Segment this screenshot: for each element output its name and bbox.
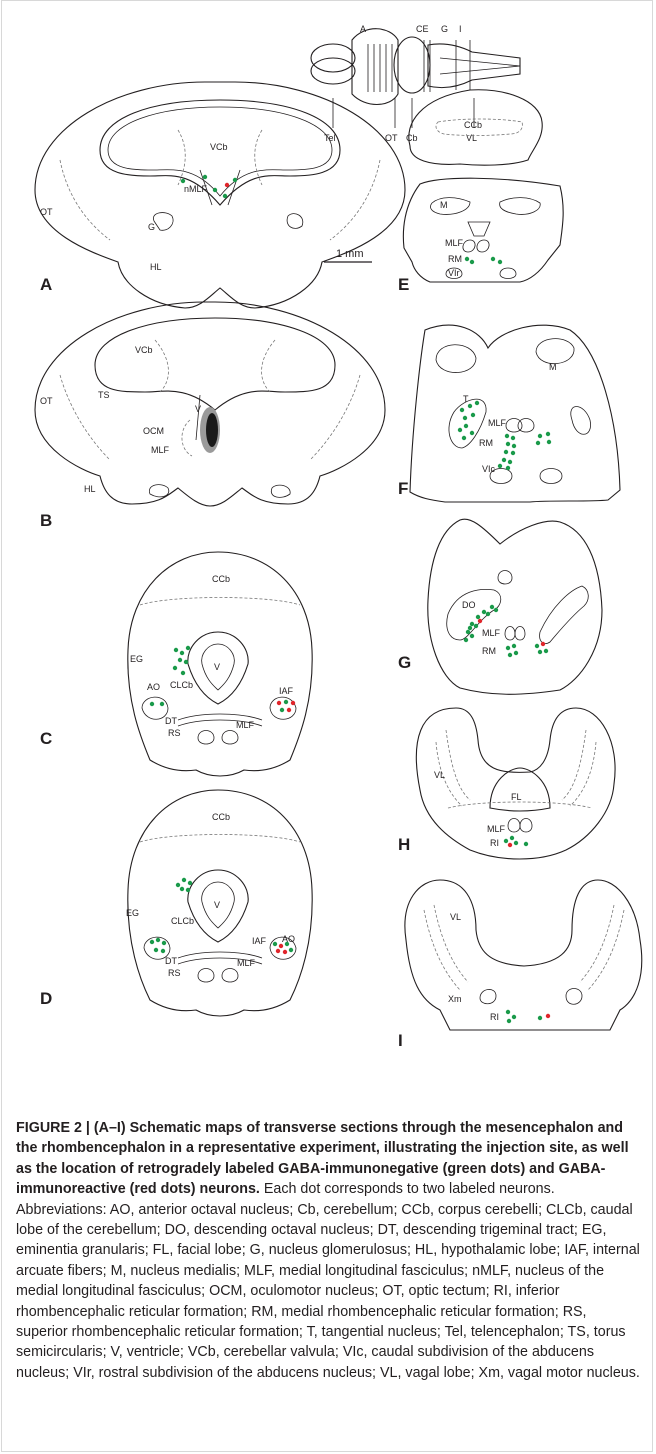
panel-g-dots	[464, 605, 548, 657]
panel-e-dots	[465, 257, 502, 264]
panel-a-label-nmlf: nMLF	[184, 184, 208, 194]
panel-d-label-dt: DT	[165, 956, 177, 966]
panel-c-label-dt: DT	[165, 716, 177, 726]
panel-b-label-hl: HL	[84, 484, 96, 494]
panel-c-label-v: V	[214, 662, 220, 672]
panel-h-label-vl: VL	[434, 770, 445, 780]
panel-e-label-mlf: MLF	[445, 238, 464, 248]
panel-label-e: E	[398, 275, 409, 294]
panel-b-section	[35, 302, 385, 506]
injection-site	[206, 413, 218, 447]
inset-brain-diagram	[311, 29, 520, 105]
panel-d-label-ccb: CCb	[212, 812, 230, 822]
panel-h-label-mlf: MLF	[487, 824, 506, 834]
panel-b-label-ts: TS	[98, 390, 110, 400]
panel-c-label-ao: AO	[147, 682, 160, 692]
panel-h-label-ri: RI	[490, 838, 499, 848]
panel-b-label-mlf: MLF	[151, 445, 170, 455]
panel-label-b: B	[40, 511, 52, 530]
panel-e-section	[403, 90, 563, 282]
panel-a-label-ot: OT	[40, 207, 53, 217]
panel-a-label-vcb: VCb	[210, 142, 228, 152]
panel-i-label-ri: RI	[490, 1012, 499, 1022]
panel-b-label-v: V	[195, 404, 201, 414]
panel-d-label-rs: RS	[168, 968, 181, 978]
panel-f-label-rm: RM	[479, 438, 493, 448]
panel-c-label-clcb: CLCb	[170, 680, 193, 690]
panel-label-f: F	[398, 479, 408, 498]
panel-b-label-ocm: OCM	[143, 426, 164, 436]
panel-c-label-rs: RS	[168, 728, 181, 738]
panel-d-label-clcb: CLCb	[171, 916, 194, 926]
panel-i-dots	[506, 1010, 550, 1023]
panel-e-label-vir: VIr	[448, 268, 460, 278]
panel-c-label-ccb: CCb	[212, 574, 230, 584]
figure-caption: FIGURE 2 | (A–I) Schematic maps of trans…	[16, 1118, 640, 1383]
panel-d-label-eg: EG	[126, 908, 139, 918]
panel-g-label-do: DO	[462, 600, 476, 610]
panel-f-section	[410, 325, 620, 502]
panel-label-c: C	[40, 729, 52, 748]
panel-label-h: H	[398, 835, 410, 854]
panel-h-dots	[504, 836, 528, 847]
panel-f-label-m: M	[549, 362, 557, 372]
panel-c-label-mlf: MLF	[236, 720, 255, 730]
panel-i-section	[405, 880, 642, 1030]
panel-a-section	[35, 82, 405, 308]
panel-f-label-vic: VIc	[482, 464, 496, 474]
panel-label-i: I	[398, 1031, 403, 1050]
panel-e-label-ccb: CCb	[464, 120, 482, 130]
panel-f-label-t: T	[463, 394, 469, 404]
panel-f-label-mlf: MLF	[488, 418, 507, 428]
panel-d-label-mlf: MLF	[237, 958, 256, 968]
panel-label-a: A	[40, 275, 52, 294]
panel-e-label-rm: RM	[448, 254, 462, 264]
inset-label-vl: VL	[466, 133, 477, 143]
panel-g-label-mlf: MLF	[482, 628, 501, 638]
panel-label-g: G	[398, 653, 411, 672]
panel-f-dots	[458, 401, 551, 470]
inset-label-a: A	[360, 24, 366, 34]
panel-d-label-iaf: IAF	[252, 936, 267, 946]
panel-g-label-rm: RM	[482, 646, 496, 656]
inset-label-ce: CE	[416, 24, 429, 34]
inset-label-cb: Cb	[406, 133, 418, 143]
caption-body: Each dot corresponds to two labeled neur…	[16, 1181, 640, 1381]
panel-c-label-eg: EG	[130, 654, 143, 664]
panel-c-label-iaf: IAF	[279, 686, 294, 696]
figure-drawing: A CE G I Tel OT Cb VL OT VCb nMLF G HL A…	[0, 0, 656, 1110]
panel-b-label-ot: OT	[40, 396, 53, 406]
panel-h-label-fl: FL	[511, 792, 522, 802]
panel-g-section	[428, 519, 602, 694]
panel-i-label-vl: VL	[450, 912, 461, 922]
panel-c-dots	[150, 646, 295, 712]
panel-i-label-xm: Xm	[448, 994, 462, 1004]
panel-e-label-m: M	[440, 200, 448, 210]
panel-a-label-hl: HL	[150, 262, 162, 272]
panel-b-label-vcb: VCb	[135, 345, 153, 355]
inset-label-i: I	[459, 24, 462, 34]
panel-h-section	[416, 708, 615, 859]
inset-label-g: G	[441, 24, 448, 34]
panel-label-d: D	[40, 989, 52, 1008]
panel-a-label-g: G	[148, 222, 155, 232]
panel-d-label-v: V	[214, 900, 220, 910]
scale-bar-label: 1 mm	[336, 248, 364, 260]
